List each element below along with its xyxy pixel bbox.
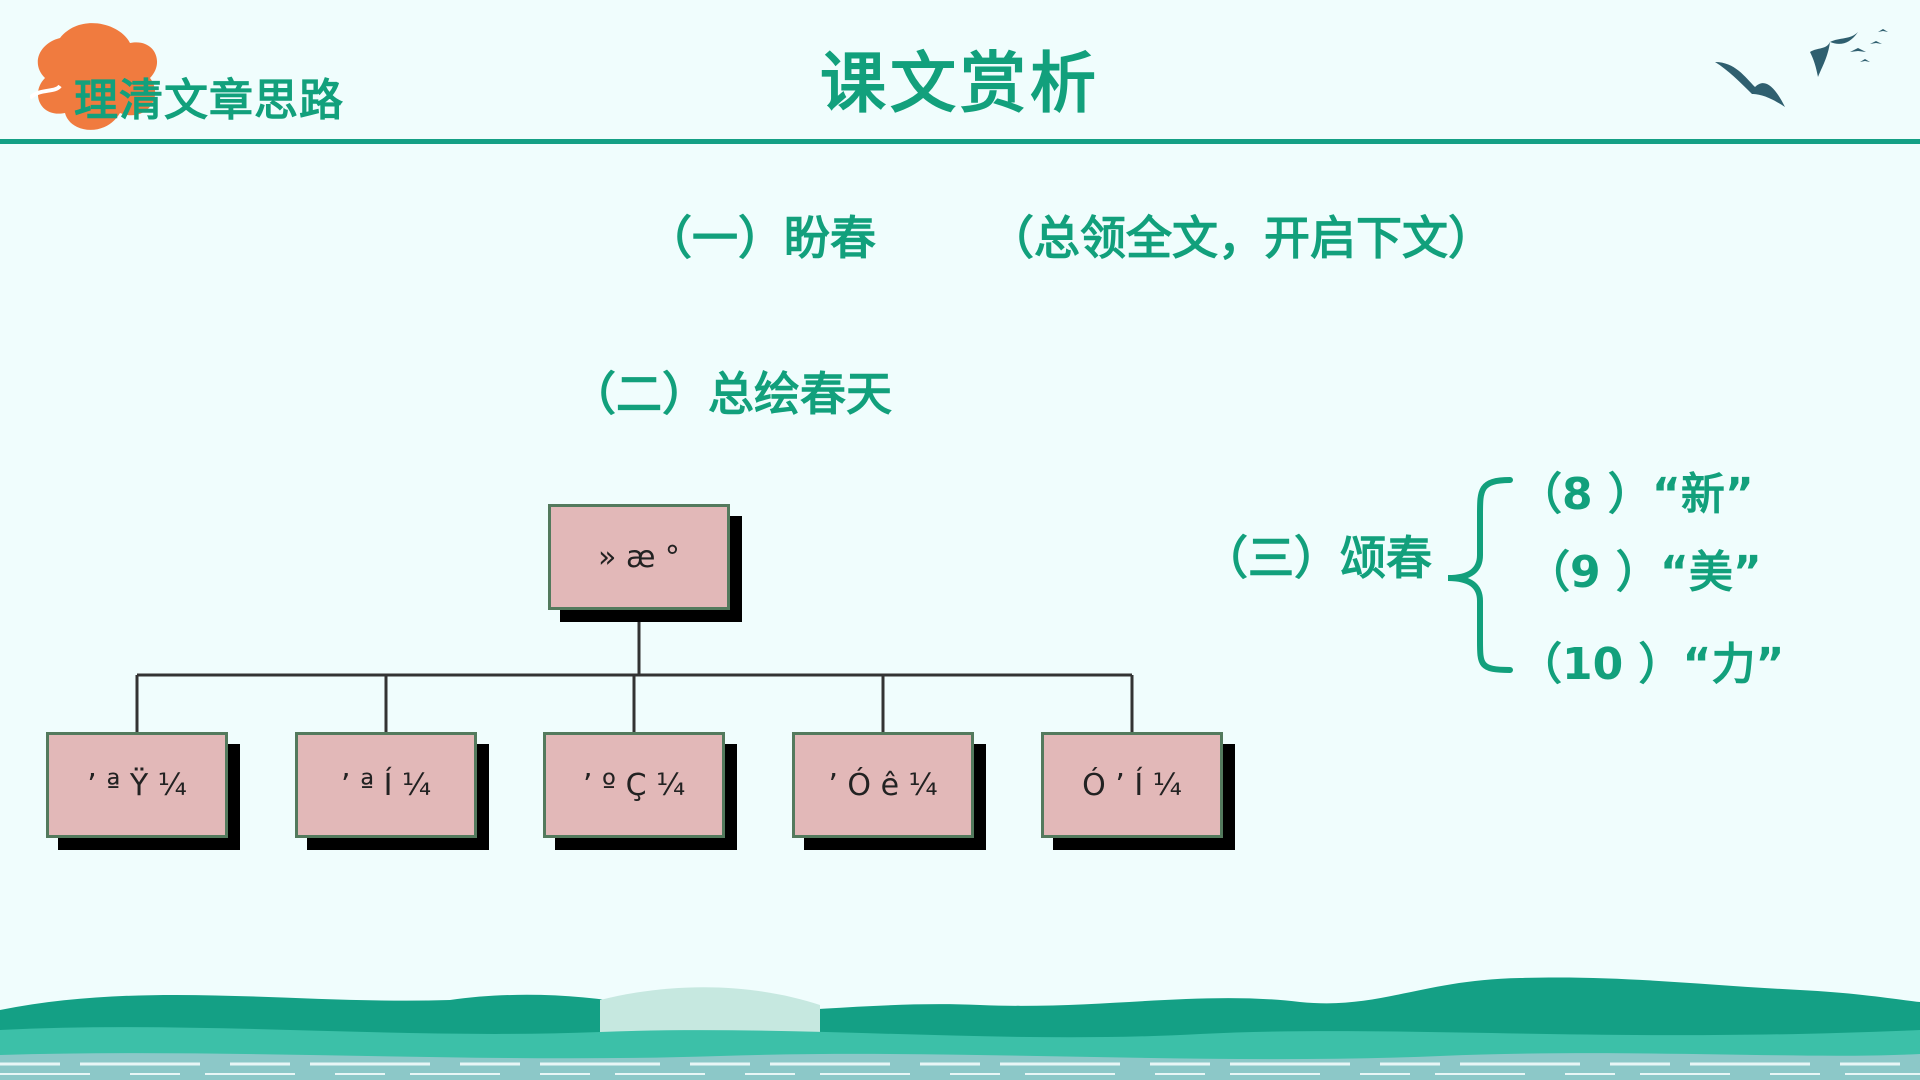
tree-child-box: ’ ª Í ¼ <box>295 732 477 838</box>
tree-child-box: ’ Ó ê ¼ <box>792 732 974 838</box>
outline-part-3-item: （9 ）“美” <box>1526 547 1762 598</box>
page-title: 课文赏析 <box>820 45 1100 122</box>
waves-decoration <box>0 977 1920 1080</box>
seagulls-icon <box>1715 29 1888 107</box>
tree-child-box: Ó ’ Í ¼ <box>1041 732 1223 838</box>
outline-part-1-note: （总领全文，开启下文） <box>988 211 1494 265</box>
paint-splash-icon <box>30 23 158 130</box>
outline-part-2: （二）总绘春天 <box>570 367 892 421</box>
tree-root-box: » æ ° <box>548 504 730 610</box>
curly-brace-icon <box>1447 477 1513 673</box>
tree-child-box: ’ º Ç ¼ <box>543 732 725 838</box>
header-divider <box>0 139 1920 144</box>
section-label: 理清文章思路 <box>74 75 344 126</box>
outline-part-3-item: （8 ）“新” <box>1518 469 1754 520</box>
outline-part-3: （三）颂春 <box>1202 531 1432 585</box>
outline-part-1: （一）盼春 <box>646 211 876 265</box>
tree-child-box: ’ ª Ÿ ¼ <box>46 732 228 838</box>
outline-part-3-item: （10 ）“力” <box>1518 639 1785 690</box>
